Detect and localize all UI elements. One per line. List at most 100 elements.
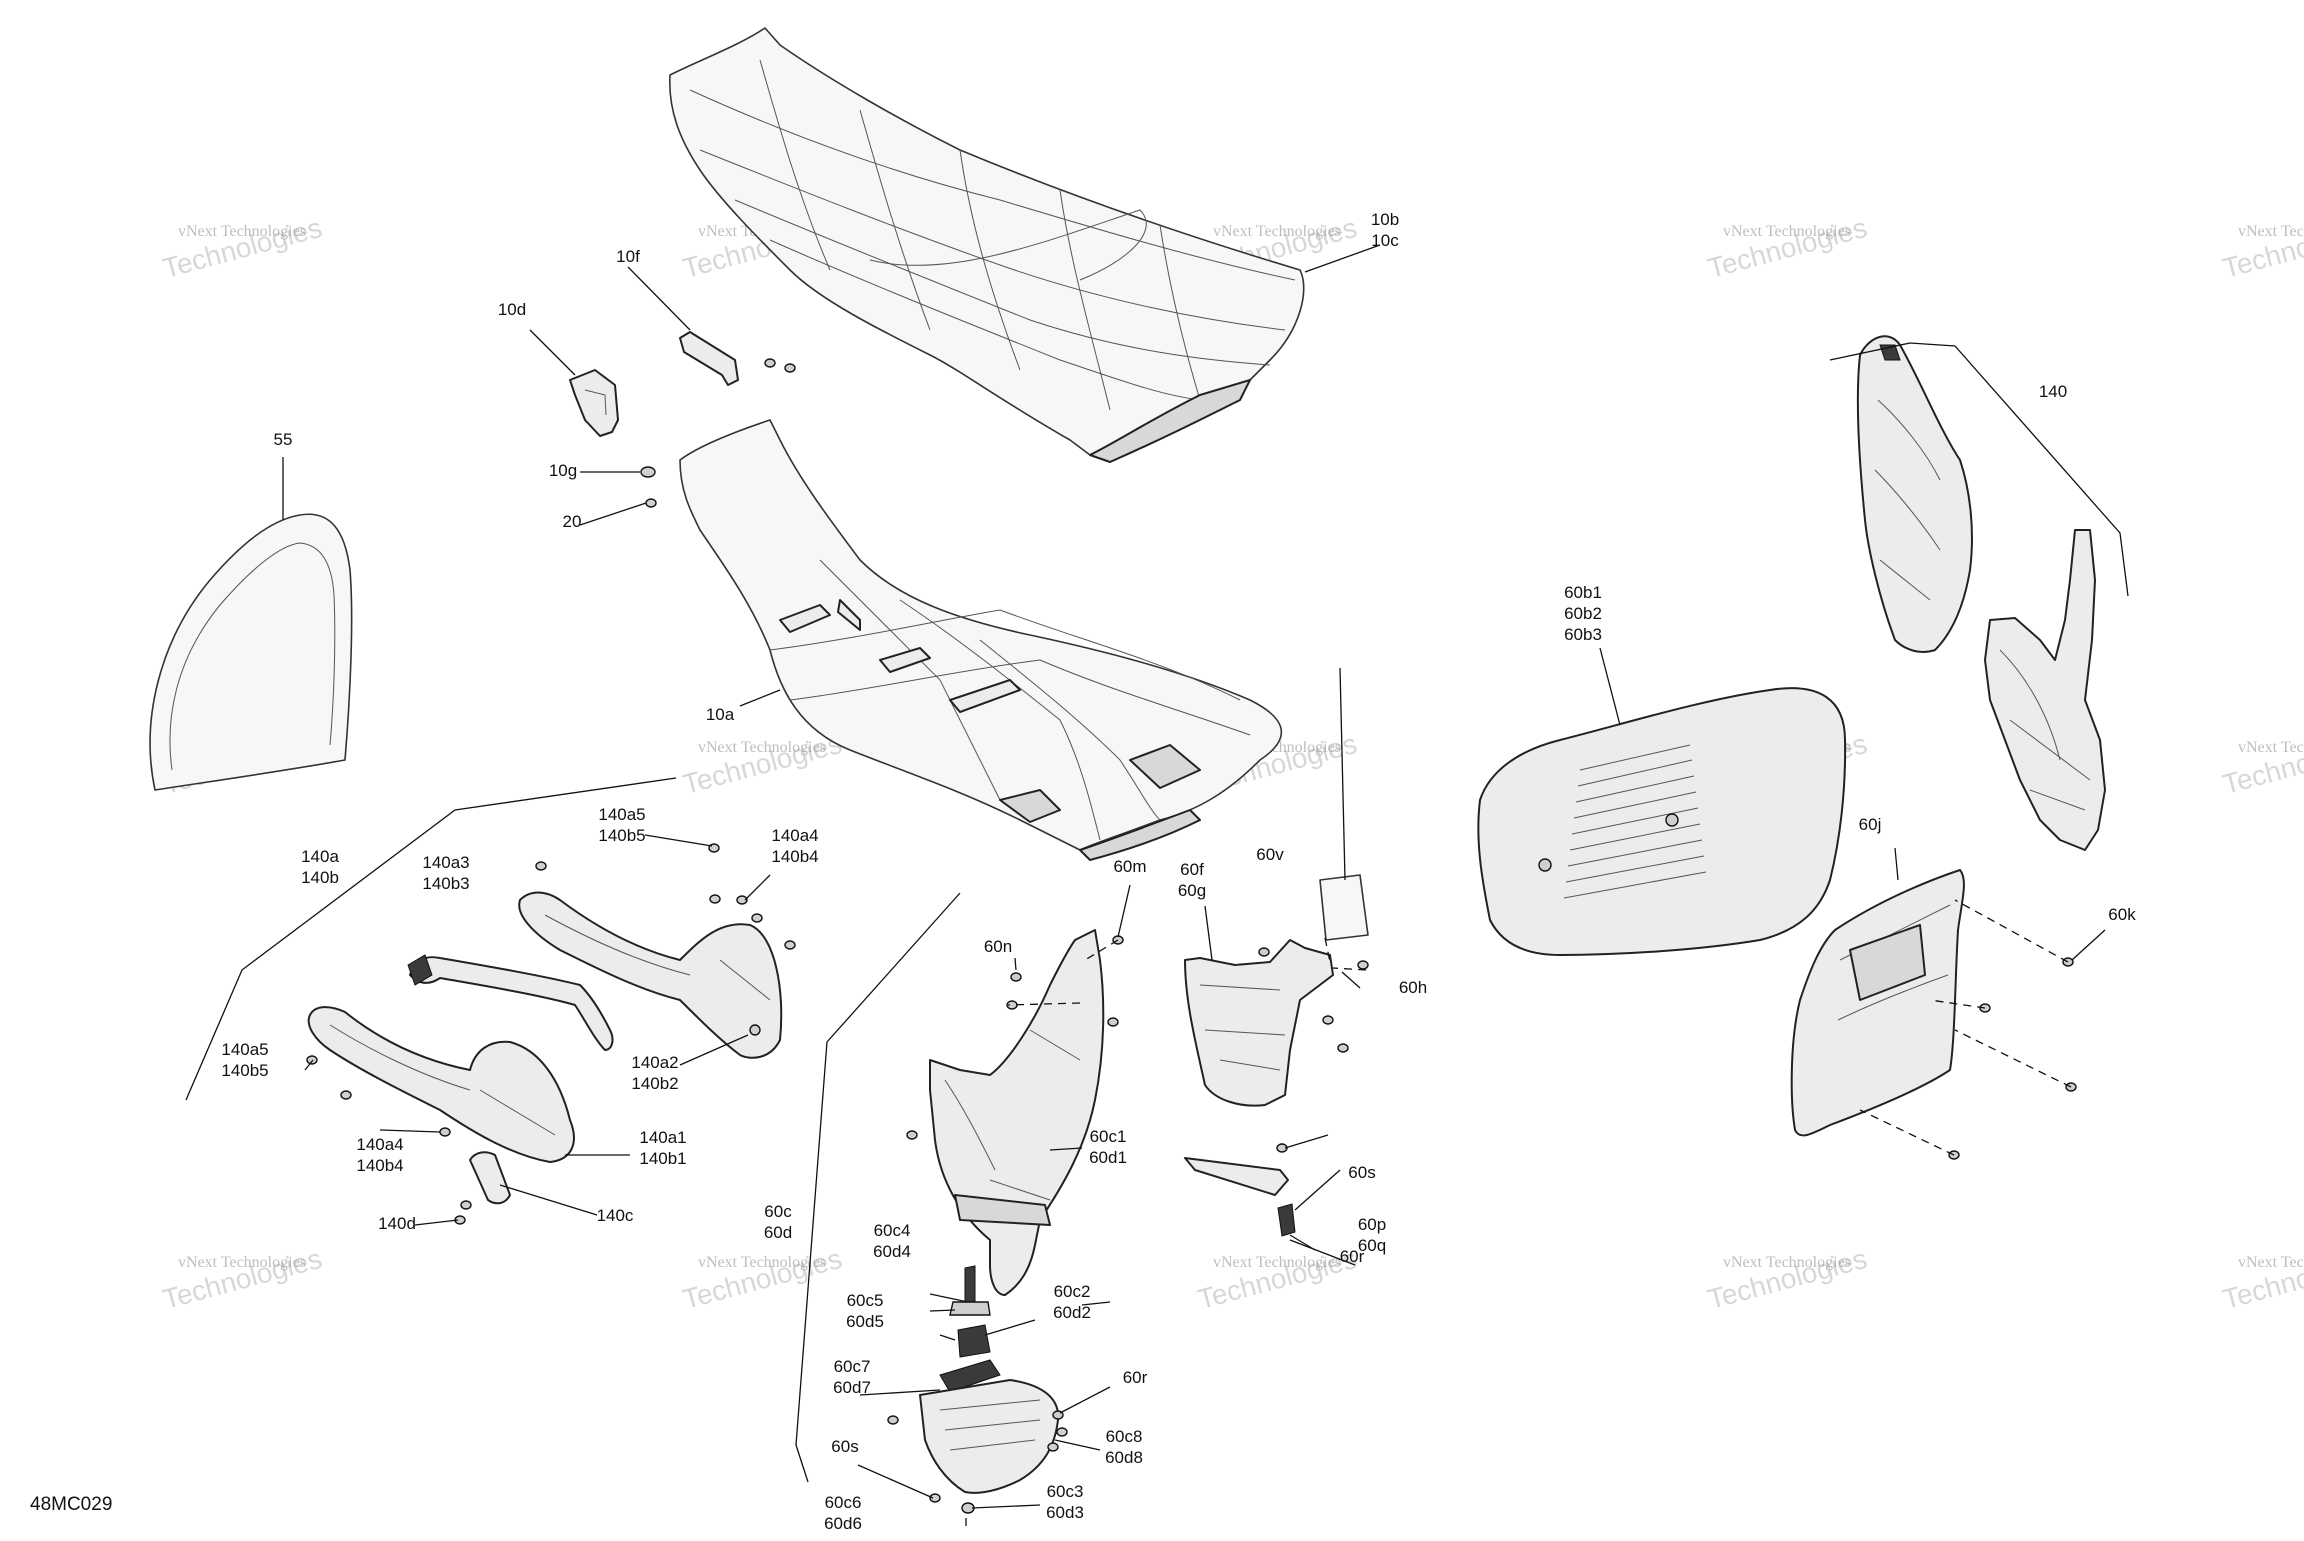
part-label-60m: 60m	[1113, 857, 1146, 876]
bracket-140c	[469, 1151, 511, 1205]
part-label-line: 55	[274, 430, 293, 449]
part-label-line: 60h	[1399, 978, 1427, 997]
grille-panel-60b	[1477, 687, 1847, 956]
part-label-line: 60p	[1358, 1215, 1386, 1234]
part-label-140d: 140d	[378, 1214, 416, 1233]
latch-10d	[569, 369, 619, 437]
part-label-60j: 60j	[1859, 815, 1882, 834]
part-label-line: 140a1	[639, 1128, 686, 1147]
part-label-line: 140c	[597, 1206, 634, 1225]
part-label-55: 55	[274, 430, 293, 449]
part-label-line: 10c	[1371, 231, 1399, 250]
part-label-60s_bot: 60s	[831, 1437, 858, 1456]
part-label-line: 60d4	[873, 1242, 911, 1261]
part-label-line: 60d3	[1046, 1503, 1084, 1522]
part-label-60r_bot: 60r	[1123, 1368, 1148, 1387]
part-label-20: 20	[563, 512, 582, 531]
watermark-text: vNext Technologies	[698, 1254, 826, 1271]
part-label-line: 60c1	[1090, 1127, 1127, 1146]
side-panel-140	[1856, 335, 2106, 851]
part-label-line: 140b2	[631, 1074, 678, 1093]
part-label-line: 60b2	[1564, 604, 1602, 623]
part-label-line: 60j	[1859, 815, 1882, 834]
handle-upper-140a2	[518, 891, 783, 1059]
part-label-line: 10g	[549, 461, 577, 480]
part-label-line: 140b4	[771, 847, 818, 866]
part-label-60c3: 60c3 60d3	[1046, 1482, 1084, 1522]
part-label-140c: 140c	[597, 1206, 634, 1225]
footrest-pad-60c2	[957, 1324, 991, 1358]
footrest-screws	[887, 935, 1124, 1514]
part-label-line: 60s	[831, 1437, 858, 1456]
part-label-line: 60d2	[1053, 1303, 1091, 1322]
part-label-line: 140a4	[771, 826, 818, 845]
part-label-line: 140b4	[356, 1156, 403, 1175]
part-label-line: 60m	[1113, 857, 1146, 876]
part-label-line: 60d6	[824, 1514, 862, 1533]
footrest-plate-60c7	[939, 1359, 1001, 1393]
part-label-10g: 10g	[549, 461, 577, 480]
footrest-bracket-60c1	[929, 929, 1105, 1296]
assembly-lines	[1007, 899, 2072, 1156]
part-label-140a5_bot: 140a5 140b5	[221, 1040, 268, 1080]
watermark-text: vNext Technologies	[2238, 1254, 2304, 1271]
seat-base	[679, 419, 1283, 861]
part-label-line: 140a4	[356, 1135, 403, 1154]
part-label-line: 60c4	[874, 1221, 911, 1240]
clip-10g	[640, 466, 656, 478]
part-label-line: 60c7	[834, 1357, 871, 1376]
part-label-140a4_bot: 140a4 140b4	[356, 1135, 403, 1175]
part-label-line: 140a	[301, 847, 339, 866]
handle-lower-140a1	[307, 1006, 575, 1163]
strap-55	[149, 513, 353, 791]
figure-code: 48MC029	[30, 1494, 112, 1515]
part-label-line: 60c5	[847, 1291, 884, 1310]
part-label-line: 140b5	[221, 1061, 268, 1080]
part-label-140a4_top: 140a4 140b4	[771, 826, 818, 866]
footrest-peg-60c4	[949, 1265, 991, 1316]
part-label-line: 140a2	[631, 1053, 678, 1072]
top-screws	[764, 358, 796, 373]
part-label-line: 60s	[1348, 1163, 1375, 1182]
part-label-60k: 60k	[2108, 905, 2136, 924]
part-label-60c4: 60c4 60d4	[873, 1221, 911, 1261]
part-label-line: 60r	[1340, 1247, 1365, 1266]
watermark-text: vNext Technologies	[178, 223, 306, 240]
part-label-line: 60f	[1180, 860, 1204, 879]
part-label-140a5_top: 140a5 140b5	[598, 805, 645, 845]
part-label-10d: 10d	[498, 300, 526, 319]
part-label-line: 60d5	[846, 1312, 884, 1331]
part-label-line: 140b3	[422, 874, 469, 893]
part-label-line: 60n	[984, 937, 1012, 956]
part-label-line: 60k	[2108, 905, 2136, 924]
part-label-140a2: 140a2 140b2	[631, 1053, 678, 1093]
part-label-line: 60c3	[1047, 1482, 1084, 1501]
watermark-text: vNext Technologies	[1213, 1254, 1341, 1271]
part-label-line: 60g	[1178, 881, 1206, 900]
part-label-line: 10a	[706, 705, 735, 724]
part-label-line: 140b5	[598, 826, 645, 845]
watermark-text: vNext Technologies	[698, 739, 826, 756]
watermark-text: vNext Technologies	[1723, 1254, 1851, 1271]
part-label-line: 140a5	[598, 805, 645, 824]
part-label-line: 140a5	[221, 1040, 268, 1059]
part-label-line: 60b1	[1564, 583, 1602, 602]
part-label-line: 60d	[764, 1223, 792, 1242]
